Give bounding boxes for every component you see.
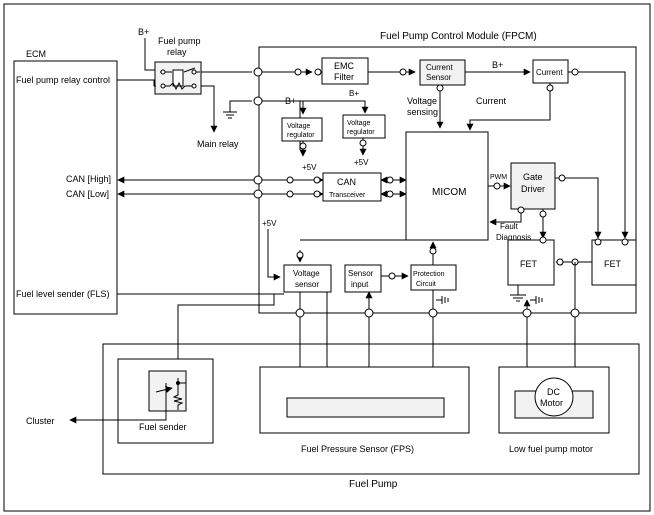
fault-label-2: Diagnosis: [496, 233, 531, 242]
emc-filter: [321, 57, 369, 85]
micom: [405, 131, 489, 241]
b-plus-vr1: B+: [285, 96, 296, 106]
micom-label: MICOM: [432, 187, 466, 198]
can-label-1: CAN: [337, 177, 356, 187]
sensor-input-label-1: Sensor: [348, 269, 374, 278]
emc-filter-label-2: Filter: [334, 72, 354, 82]
protection-label-1: Protection: [413, 271, 445, 278]
current-label: Current: [476, 96, 507, 106]
current-sensor-label-2: Sensor: [426, 73, 452, 82]
voltage-regulator-2: [342, 114, 386, 139]
ecm-fls-label: Fuel level sender (FLS): [16, 289, 110, 299]
relay-label-1: Fuel pump: [158, 36, 201, 46]
vreg1-label-2: regulator: [287, 132, 315, 139]
fet-1-label: FET: [520, 259, 538, 269]
fuel-pump-title: Fuel Pump: [349, 479, 398, 490]
dc-motor: [534, 377, 574, 417]
sensor-input: [344, 264, 382, 293]
plus5v-a: +5V: [302, 163, 317, 172]
fet-2-label: FET: [604, 259, 622, 269]
fet-1: [507, 239, 555, 286]
current-box-label: Current: [536, 68, 563, 77]
fpcm-title: Fuel Pump Control Module (FPCM): [380, 31, 537, 42]
relay-label-2: relay: [167, 47, 187, 57]
gate-driver: [510, 162, 556, 210]
fuel-pump-box: [102, 343, 640, 475]
protection-label-2: Circuit: [416, 281, 436, 288]
motor-label-2: Motor: [540, 398, 563, 408]
voltage-sensor-label-2: sensor: [295, 280, 319, 289]
fuel-sender-label: Fuel sender: [139, 422, 187, 432]
gate-driver-label-2: Driver: [521, 184, 545, 194]
protection-circuit: [410, 264, 457, 291]
can-label-2: Transceiver: [329, 192, 366, 199]
vreg1-label-1: Voltage: [287, 123, 310, 130]
fuel-sender-element: [148, 370, 187, 412]
voltage-regulator-1: [281, 117, 323, 142]
ecm-box: [13, 60, 118, 315]
emc-filter-label-1: EMC: [334, 61, 355, 71]
fps-element: [286, 397, 445, 418]
vreg2-label-2: regulator: [347, 129, 375, 136]
ecm-can-low-label: CAN [Low]: [66, 189, 109, 199]
b-plus-top: B+: [492, 60, 503, 70]
ecm-relay-control-label: Fuel pump relay control: [16, 75, 110, 85]
fuel-pump-relay: B+ Fuel pump relay Main relay: [138, 27, 252, 149]
voltage-sensor-label-1: Voltage: [293, 269, 320, 278]
main-relay-label: Main relay: [197, 139, 239, 149]
ecm-can-high-label: CAN [High]: [66, 174, 111, 184]
can-transceiver: [322, 172, 382, 202]
ecm-title: ECM: [26, 49, 46, 59]
current-sensor: [419, 59, 466, 86]
outer-frame: [3, 3, 651, 512]
motor-label-1: DC: [547, 387, 560, 397]
voltage-sensor: [283, 264, 332, 293]
gate-driver-label-1: Gate: [523, 172, 543, 182]
plus5v-c: +5V: [262, 219, 277, 228]
sensor-input-label-2: input: [351, 280, 369, 289]
plus5v-b: +5V: [354, 158, 369, 167]
current-sensor-label-1: Current: [426, 63, 453, 72]
motor-caption: Low fuel pump motor: [509, 444, 593, 454]
cluster-label: Cluster: [26, 416, 55, 426]
relay-b-plus: B+: [138, 27, 149, 37]
pwm-label: PWM: [490, 174, 507, 181]
fault-label-1: Fault: [500, 222, 519, 231]
b-plus-vr2: B+: [349, 89, 359, 98]
fps-label: Fuel Pressure Sensor (FPS): [301, 444, 414, 454]
voltage-sensing-label-1: Voltage: [407, 96, 437, 106]
vreg2-label-1: Voltage: [347, 120, 370, 127]
voltage-sensing-label-2: sensing: [407, 107, 438, 117]
